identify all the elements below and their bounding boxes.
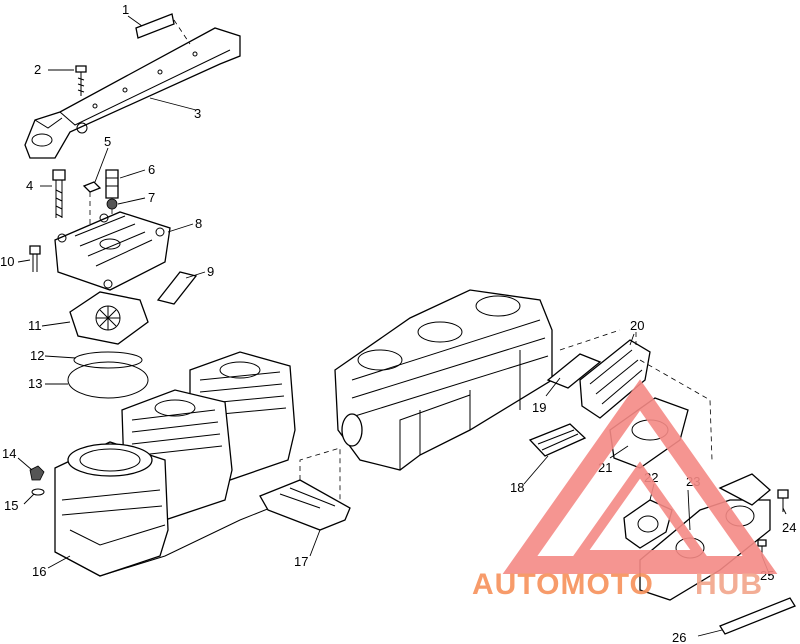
o-ring-12 bbox=[73, 351, 143, 369]
callout-3: 3 bbox=[194, 106, 201, 121]
watermark-logo-icon bbox=[502, 379, 778, 574]
callout-5: 5 bbox=[104, 134, 111, 149]
callout-12: 12 bbox=[30, 348, 44, 363]
callout-1: 1 bbox=[122, 2, 129, 17]
head-plate-11 bbox=[69, 291, 149, 345]
watermark-text-part1: AUTOMOTO bbox=[472, 568, 654, 601]
callout-15: 15 bbox=[4, 498, 18, 513]
reed-petals-18 bbox=[528, 423, 587, 457]
callout-20: 20 bbox=[630, 318, 644, 333]
callout-17: 17 bbox=[294, 554, 308, 569]
cylinder-head-cover bbox=[54, 211, 171, 291]
base-gasket-17 bbox=[259, 447, 351, 531]
callout-19: 19 bbox=[532, 400, 546, 415]
screw-25 bbox=[757, 539, 767, 556]
callout-6: 6 bbox=[148, 162, 155, 177]
tag-plate bbox=[135, 13, 175, 39]
callout-16: 16 bbox=[32, 564, 46, 579]
callout-18: 18 bbox=[510, 480, 524, 495]
callout-13: 13 bbox=[28, 376, 42, 391]
callout-10: 10 bbox=[0, 254, 14, 269]
dashed-bracket bbox=[559, 329, 713, 461]
callout-26: 26 bbox=[672, 630, 686, 644]
crankcase bbox=[334, 289, 553, 471]
callout-8: 8 bbox=[195, 216, 202, 231]
callout-14: 14 bbox=[2, 446, 16, 461]
screw-2 bbox=[75, 65, 87, 96]
callout-2: 2 bbox=[34, 62, 41, 77]
callout-11: 11 bbox=[28, 318, 42, 333]
nut-14 bbox=[29, 465, 45, 481]
sensor-assembly bbox=[82, 169, 119, 230]
watermark-text-part2: HUB bbox=[695, 568, 763, 601]
rod-26 bbox=[719, 597, 796, 635]
gasket-9 bbox=[156, 271, 198, 305]
callout-9: 9 bbox=[207, 264, 214, 279]
exhaust-manifold bbox=[24, 27, 241, 159]
reed-cage-20 bbox=[579, 332, 651, 419]
callout-24: 24 bbox=[782, 520, 796, 535]
bolt-4 bbox=[52, 169, 66, 218]
washer-15 bbox=[31, 488, 45, 496]
bolt-10 bbox=[29, 245, 41, 272]
screw-24 bbox=[777, 489, 789, 512]
callout-4: 4 bbox=[26, 178, 33, 193]
cylinder-block bbox=[54, 351, 301, 577]
watermark: AUTOMOTO HUB bbox=[472, 379, 778, 601]
callout-7: 7 bbox=[148, 190, 155, 205]
o-ring-13 bbox=[67, 361, 149, 399]
reed-stop-19 bbox=[546, 353, 602, 389]
